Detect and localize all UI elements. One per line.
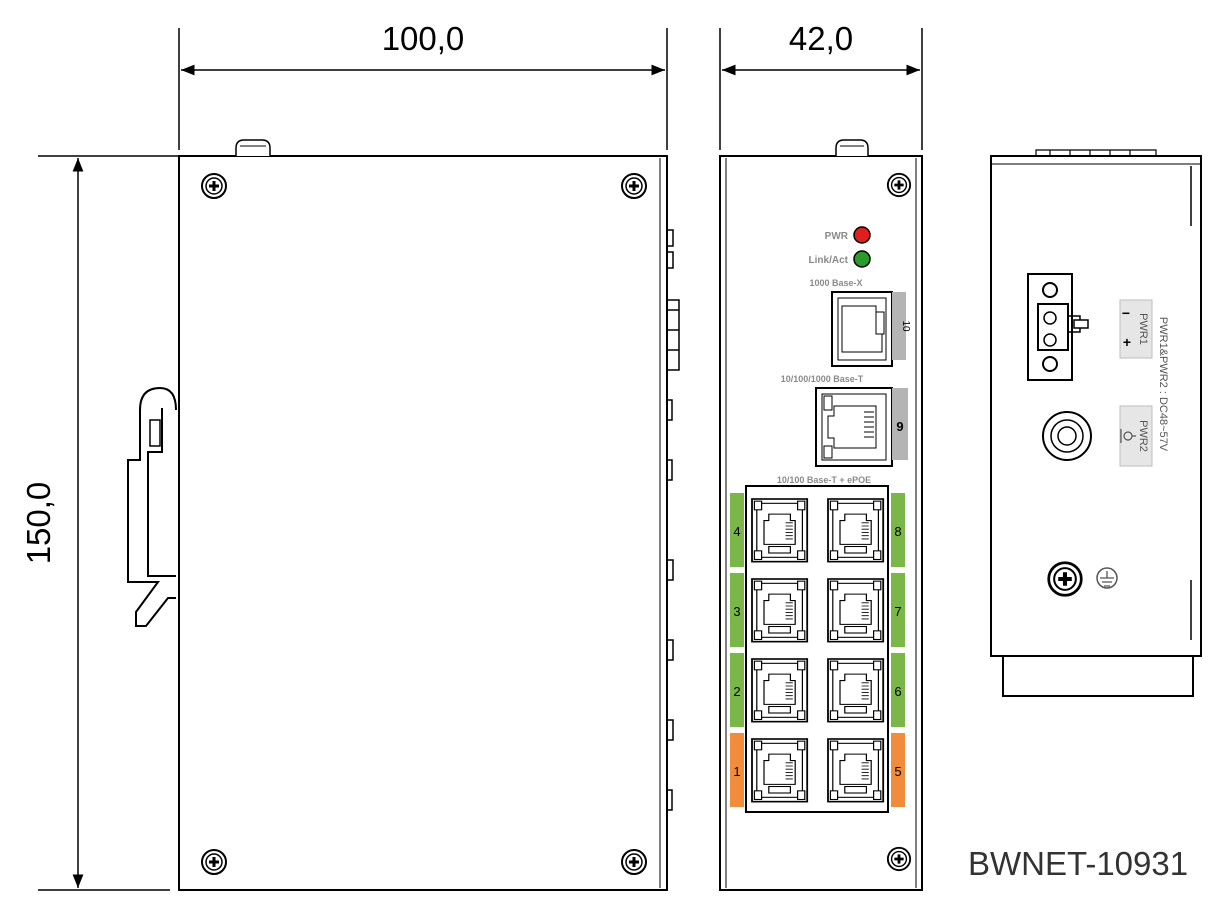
screw-icon (886, 172, 912, 198)
pwr2-label: PWR2 (1137, 420, 1149, 452)
screw-icon (200, 172, 228, 200)
rj45-poe-port (827, 738, 885, 803)
dc-polarity-icon (1120, 429, 1136, 443)
rj45-poe-port (751, 658, 809, 723)
screw-icon (200, 848, 228, 876)
poe-port-tab (730, 653, 744, 727)
screw-icon (620, 172, 648, 200)
rj45-group-label: 10/100/1000 Base-T (781, 374, 864, 384)
poe-port-tab (891, 573, 905, 647)
poe-port-tab (730, 493, 744, 567)
model-name: BWNET-10931 (968, 845, 1189, 882)
screw-icon (886, 846, 912, 872)
led-pwr-label: PWR (825, 231, 849, 242)
poe-port-number: 6 (894, 684, 901, 699)
sfp-port-number: 10 (900, 320, 911, 332)
sfp-port (831, 291, 893, 367)
rj45-port-number-tab (892, 388, 908, 460)
rj45-poe-port (827, 498, 885, 563)
rj45-poe-port (827, 658, 885, 723)
rj45-poe-port (751, 578, 809, 643)
poe-port-number: 4 (733, 524, 740, 539)
poe-group-label: 10/100 Base-T + ePOE (777, 475, 871, 485)
pwr1-minus-label: − (1122, 305, 1130, 321)
poe-port-number: 2 (733, 684, 740, 699)
rj45-port-9 (815, 387, 893, 467)
rj45-port-number: 9 (896, 419, 903, 434)
top-view (990, 149, 1202, 697)
sfp-port-number-tab (892, 292, 906, 360)
rj45-poe-port (751, 498, 809, 563)
pwr1-label: PWR1 (1137, 313, 1149, 345)
depth-dimension (719, 28, 923, 150)
rj45-poe-port (827, 578, 885, 643)
side-view (127, 139, 680, 891)
poe-port-tab (891, 653, 905, 727)
pwr1-plus-label: + (1123, 334, 1131, 350)
ground-symbol-icon (1096, 567, 1118, 589)
poe-port-tab (730, 733, 744, 807)
width-dimension (178, 28, 668, 150)
poe-port-tab (891, 733, 905, 807)
height-dimension (38, 155, 178, 891)
poe-port-tab (891, 493, 905, 567)
power-terminal-block (1027, 273, 1089, 381)
power-spec-label: PWR1&PWR2 : DC48~57V (1157, 317, 1169, 452)
pwr-led-icon (853, 226, 871, 244)
pwr2-dc-jack-icon (1042, 411, 1092, 461)
poe-port-number: 5 (894, 764, 901, 779)
ground-screw-icon (1049, 563, 1082, 596)
poe-port-number: 1 (733, 764, 740, 779)
link-act-led-icon (853, 250, 871, 268)
width-dimension-label: 100,0 (382, 20, 465, 57)
led-link-label: Link/Act (809, 255, 849, 266)
poe-port-number: 7 (894, 604, 901, 619)
depth-dimension-label: 42,0 (789, 20, 853, 57)
pwr1-label-box (1119, 299, 1153, 359)
poe-port-grid: 4 8 3 7 2 6 1 5 (730, 493, 905, 807)
sfp-group-label: 1000 Base-X (809, 278, 862, 288)
height-dimension-label: 150,0 (20, 482, 57, 565)
screw-icon (620, 848, 648, 876)
poe-port-number: 3 (733, 604, 740, 619)
rj45-poe-port (751, 738, 809, 803)
poe-port-tab (730, 573, 744, 647)
poe-port-number: 8 (894, 524, 901, 539)
